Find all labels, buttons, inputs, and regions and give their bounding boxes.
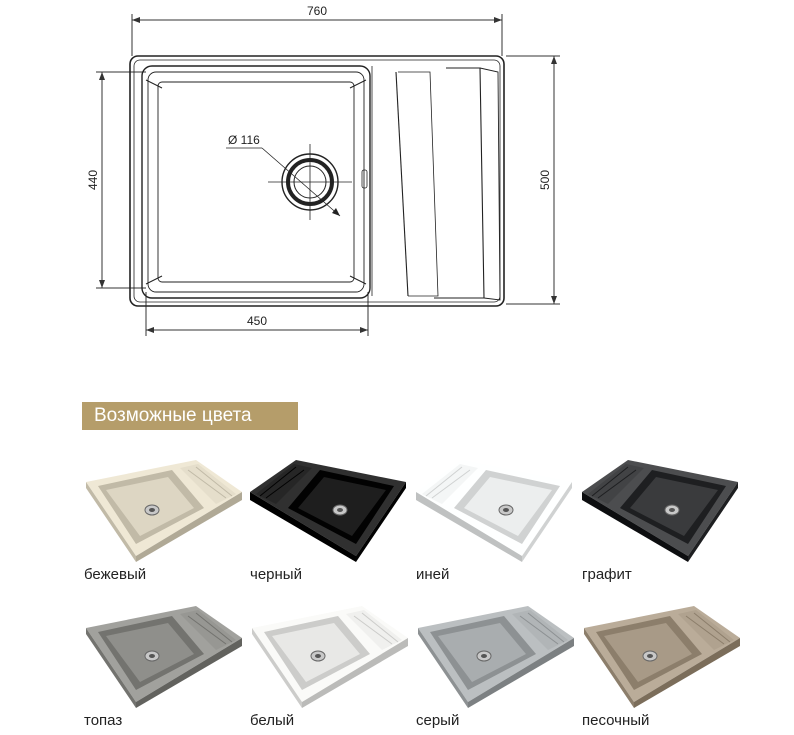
color-label: иней [416, 566, 450, 583]
color-label: черный [250, 566, 302, 583]
dim-total-height: 500 [538, 170, 552, 190]
sink-thumbnail [250, 460, 406, 562]
color-swatch[interactable]: бежевый [80, 452, 246, 583]
color-label: песочный [582, 712, 650, 729]
sink-thumbnail [582, 460, 738, 562]
color-swatch[interactable]: черный [246, 452, 412, 583]
sink-thumbnail [584, 606, 740, 708]
color-swatch[interactable]: серый [412, 598, 578, 729]
color-swatch[interactable]: графит [578, 452, 744, 583]
color-label: бежевый [84, 566, 147, 583]
color-label: серый [416, 712, 460, 729]
color-label: топаз [84, 712, 123, 729]
color-label: белый [250, 712, 295, 729]
color-swatch[interactable]: топаз [80, 598, 246, 729]
sink-thumbnail [416, 460, 572, 562]
dim-total-width: 760 [307, 4, 327, 18]
sink-thumbnail [86, 606, 242, 708]
color-swatch[interactable]: иней [412, 452, 578, 583]
sink-thumbnail [86, 460, 242, 562]
color-swatch[interactable]: песочный [578, 598, 744, 729]
color-swatch[interactable]: белый [246, 598, 412, 729]
dim-drain-diameter: Ø 116 [228, 133, 260, 147]
sink-thumbnail [418, 606, 574, 708]
sink-thumbnail [252, 606, 408, 708]
colors-section-title: Возможные цвета [82, 402, 298, 430]
color-label: графит [582, 566, 632, 583]
sink-technical-drawing: 760 500 440 450 Ø 116 [86, 4, 560, 336]
dim-bowl-height: 440 [86, 170, 100, 190]
dim-bowl-width: 450 [247, 314, 267, 328]
